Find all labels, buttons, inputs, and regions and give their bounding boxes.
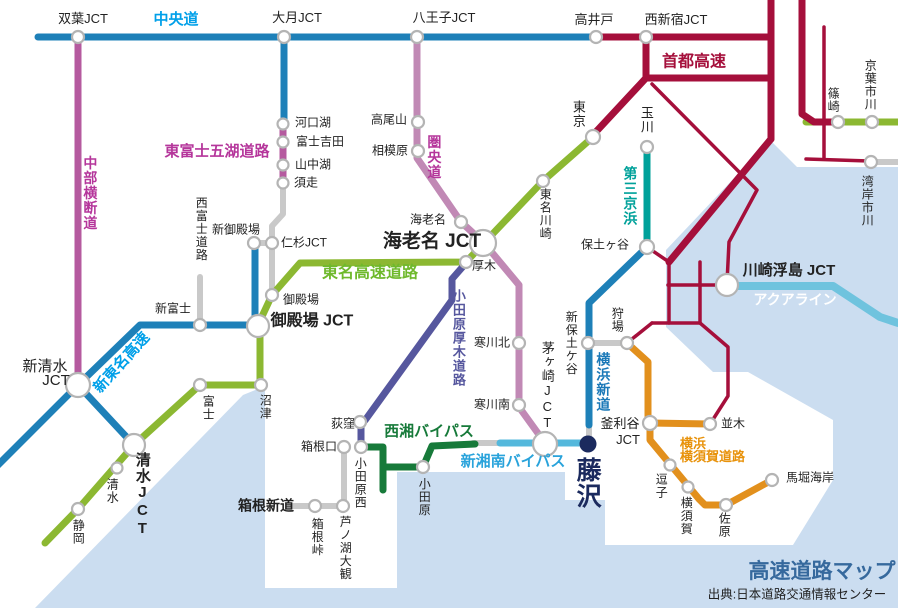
station-shizuoka: 静岡 <box>71 519 86 545</box>
seisho-bypass-lines <box>357 440 479 494</box>
station-chigasaki-jct: 茅ヶ崎JCT <box>539 341 555 431</box>
map-source: 出典:日本道路交通情報センター <box>707 587 887 602</box>
aqualine-line <box>732 282 898 327</box>
station-namiki: 並木 <box>720 416 746 431</box>
tomei-line-west <box>41 323 264 547</box>
road-label-hakone-shindo: 箱根新道 <box>238 497 294 514</box>
station-kariba: 狩場 <box>610 307 625 333</box>
station-keiyo-ichikawa: 京葉市川 <box>863 59 878 111</box>
yokohama-shindo-line <box>585 243 651 429</box>
uraga-channel <box>605 420 898 608</box>
road-label-aqualine: アクアライン <box>753 291 837 308</box>
shinshimizu-jct-node <box>64 371 92 399</box>
station-yokosuka: 横須賀 <box>679 496 694 536</box>
station-shimizu: 清水 <box>105 478 120 504</box>
station-numazu: 沼津 <box>258 394 273 420</box>
station-hakone-toge: 箱根峠 <box>310 517 325 557</box>
station-hodogaya: 保土ヶ谷 <box>580 237 630 252</box>
road-label-shutoko: 首都高速 <box>661 53 727 71</box>
station-kamariya-jct-line2: JCT <box>616 432 640 448</box>
road-label-yokoyoko-line1: 横浜 <box>680 436 707 452</box>
station-kawasaki-ukishima-jct: 川崎浮島 JCT <box>742 262 836 280</box>
station-shinozaki: 篠崎 <box>826 87 841 113</box>
fujisawa-node <box>579 435 597 453</box>
station-odawara: 小田原 <box>417 477 432 517</box>
suruga-bay <box>35 386 397 608</box>
road-label-yokohama-shindo: 横浜新道 <box>595 352 612 412</box>
road-label-daisankeihin: 第三京浜 <box>622 166 639 226</box>
station-nisugi-jct: 仁杉JCT <box>281 235 327 250</box>
water-areas <box>35 140 898 608</box>
station-shinshimizu-jct-line2: JCT <box>42 372 70 390</box>
station-tomei-kawasaki: 東名川崎 <box>538 188 553 240</box>
road-label-shinshonan: 新湘南バイパス <box>460 453 566 471</box>
road-label-seisho-bypass: 西湘バイパス <box>384 423 474 441</box>
station-ebina: 海老名 <box>409 212 447 227</box>
shimizu-jct-node <box>121 432 147 458</box>
gotemba-jct-node <box>245 313 271 339</box>
station-shimizu-jct: 清水JCT <box>133 452 151 538</box>
station-gotemba: 御殿場 <box>282 292 320 307</box>
station-shin-gotemba: 新御殿場 <box>211 222 261 237</box>
station-umabori-kaigan: 馬堀海岸 <box>785 470 835 485</box>
station-futaba-jct: 双葉JCT <box>58 11 108 27</box>
station-shinfuji: 新富士 <box>154 301 192 316</box>
ebina-jct-node <box>468 228 498 258</box>
road-label-odawara-atsugi: 小田原厚木道路 <box>450 289 466 387</box>
station-wangan-ichikawa: 湾岸市川 <box>860 175 875 227</box>
station-hakoneguchi: 箱根口 <box>300 439 338 454</box>
interchange-nodes <box>64 29 880 517</box>
road-label-yokoyoko-line2: 横須賀道路 <box>680 449 746 465</box>
station-ashinoko-taikan: 芦ノ湖大観 <box>338 515 353 581</box>
station-shinshimizu-jct-line1: 新清水 <box>22 358 68 376</box>
station-samukawa-kita: 寒川北 <box>473 335 511 350</box>
station-fuji: 富士 <box>201 395 216 421</box>
kawasaki-ukishima-jct-node <box>714 272 740 298</box>
station-zushi: 逗子 <box>654 473 669 499</box>
road-label-kenodo: 圏央道 <box>426 134 443 180</box>
station-tokyo: 東京 <box>570 100 586 128</box>
station-fujisawa: 藤沢 <box>573 457 602 509</box>
map-title: 高速道路マップ <box>748 559 896 583</box>
station-yamanakako: 山中湖 <box>294 157 332 172</box>
station-atsugi: 厚木 <box>471 258 497 273</box>
station-odawara-nishi: 小田原西 <box>353 457 368 509</box>
magenta-roads <box>74 33 287 389</box>
road-label-chubu-odan: 中部横断道 <box>82 155 99 231</box>
station-fujiyoshida: 富士吉田 <box>295 134 345 149</box>
station-sagamihara: 相模原 <box>371 143 409 158</box>
station-sahara: 佐原 <box>717 512 732 538</box>
road-label-chuodo: 中央道 <box>153 11 199 29</box>
station-samukawa-minami: 寒川南 <box>473 397 511 412</box>
station-kamariya-jct-line1: 釜利谷 <box>600 416 640 432</box>
station-otsuki-jct: 大月JCT <box>272 10 322 26</box>
station-gotemba-jct: 御殿場 JCT <box>270 312 354 330</box>
chigasaki-jct-node <box>531 430 559 458</box>
shinshimizu-shimizu-link <box>74 381 138 449</box>
sagami-bay <box>397 472 605 608</box>
station-kawaguchiko: 河口湖 <box>294 115 332 130</box>
station-subashiri: 須走 <box>293 175 319 190</box>
station-tamagawa: 玉川 <box>638 106 654 134</box>
station-takaosan: 高尾山 <box>370 112 408 127</box>
road-label-nishifuji: 西富士道路 <box>194 196 209 262</box>
station-hachioji-jct: 八王子JCT <box>412 10 476 26</box>
road-label-higashifuji-goko: 東富士五湖道路 <box>164 143 270 161</box>
station-ebina-jct: 海老名 JCT <box>382 231 482 253</box>
station-takaido: 高井戸 <box>574 12 614 28</box>
station-shin-hodogaya: 新保土ケ谷 <box>564 310 579 376</box>
road-label-tomei: 東名高速道路 <box>321 264 419 282</box>
station-ogikubo: 荻窪 <box>330 416 356 431</box>
station-nishishinjuku-jct: 西新宿JCT <box>644 12 708 28</box>
tokyo-bay <box>666 140 898 420</box>
